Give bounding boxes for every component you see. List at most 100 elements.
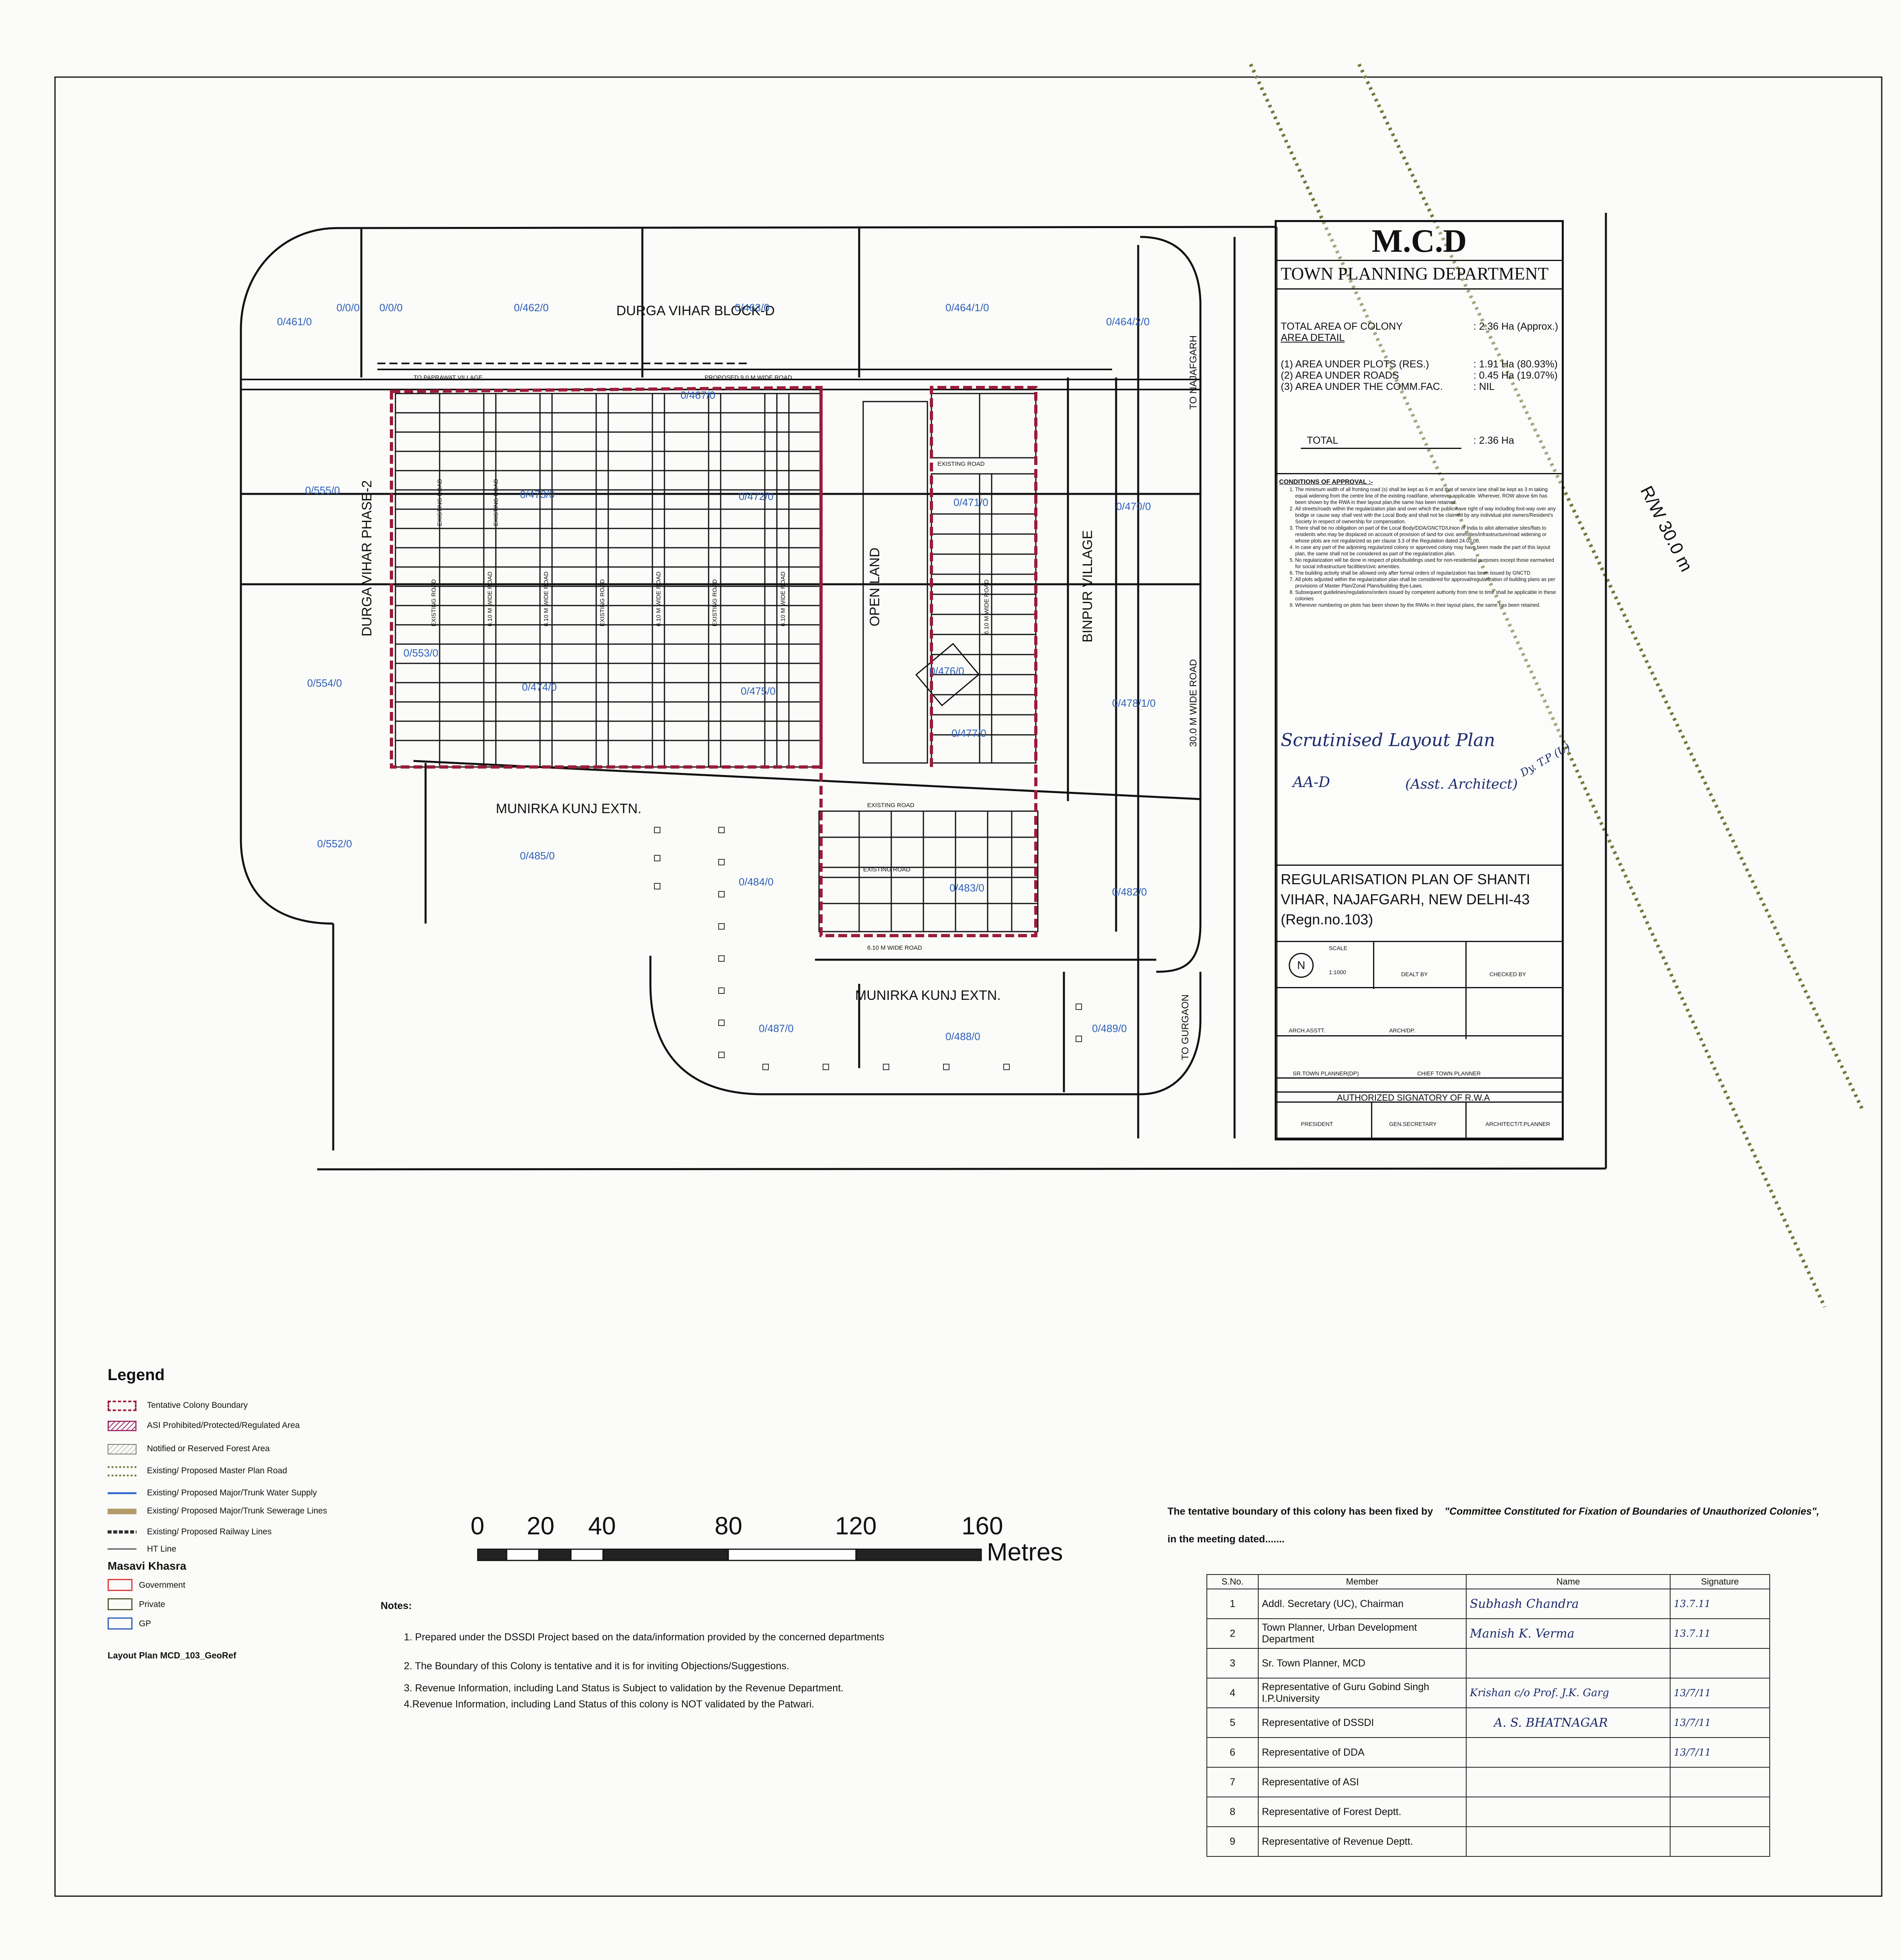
khasra-487: 0/487/0	[759, 1022, 794, 1034]
total-underline	[1301, 448, 1461, 449]
area-row-label: (1) AREA UNDER PLOTS (RES.)	[1281, 359, 1429, 370]
area-row-value: : NIL	[1473, 381, 1495, 392]
cell-signature: 13/7/11	[1670, 1707, 1770, 1738]
cell-signature	[1670, 1826, 1770, 1857]
khasra-464-2: 0/464/2/0	[1106, 316, 1149, 328]
khasra-488: 0/488/0	[945, 1030, 980, 1042]
arch-asstt: ARCH.ASSTT.	[1289, 1027, 1326, 1034]
committee-statement: The tentative boundary of this colony ha…	[1167, 1506, 1819, 1545]
legend-label: Existing/ Proposed Railway Lines	[147, 1527, 272, 1536]
label-durga-vihar-block-d: DURGA VIHAR BLOCK-D	[616, 303, 775, 318]
label-30m-road: 30.0 M WIDE ROAD	[1188, 659, 1199, 747]
label-existing-road-3: EXISTING ROAD	[867, 802, 915, 809]
header-name: Name	[1466, 1574, 1671, 1589]
label-lane-f: EXISTING ROAD	[711, 579, 718, 626]
legend-label: HT Line	[147, 1544, 177, 1554]
condition-item: Wherever numbering on plots has been sho…	[1295, 602, 1556, 608]
grid-divider	[1277, 1138, 1562, 1139]
conditions-of-approval: CONDITIONS OF APPROVAL :- The minimum wi…	[1279, 479, 1556, 608]
cell-signature: 13/7/11	[1670, 1737, 1770, 1768]
authorized-signatory: AUTHORIZED SIGNATORY OF R.W.A	[1337, 1093, 1490, 1103]
cell-name: Krishan c/o Prof. J.K. Garg	[1466, 1678, 1671, 1708]
handwritten-signature: 13.7.11	[1674, 1598, 1711, 1609]
condition-item: No regularization will be done in respec…	[1295, 557, 1556, 570]
legend-label: Existing/ Proposed Major/Trunk Sewerage …	[147, 1506, 327, 1515]
cell-member: Representative of ASI	[1258, 1767, 1467, 1797]
cell-member: Representative of Forest Deptt.	[1258, 1797, 1467, 1827]
khasra-477: 0/477/0	[952, 727, 986, 739]
cell-signature	[1670, 1648, 1770, 1679]
label-durga-vihar-phase-2: DURGA VIHAR PHASE-2	[359, 480, 375, 636]
khasra-484: 0/484/0	[739, 876, 774, 888]
table-row: 6 Representative of DDA 13/7/11	[1206, 1737, 1770, 1768]
cell-name	[1466, 1737, 1671, 1768]
forest-swatch	[108, 1444, 137, 1454]
regularisation-title-line: (Regn.no.103)	[1281, 911, 1373, 928]
cell-sno: 5	[1206, 1707, 1259, 1738]
khasra-552: 0/552/0	[317, 838, 352, 850]
legend-label: Private	[139, 1600, 165, 1609]
cell-member: Sr. Town Planner, MCD	[1258, 1648, 1467, 1679]
khasra-483: 0/483/0	[949, 882, 984, 894]
legend-label: ASI Prohibited/Protected/Regulated Area	[147, 1421, 300, 1430]
label-open-land: OPEN LAND	[867, 548, 882, 627]
ht-line-markers	[654, 827, 1082, 1070]
area-row-value: : 0.45 Ha (19.07%)	[1473, 370, 1558, 381]
cell-signature: 13.7.11	[1670, 1618, 1770, 1649]
grid-divider	[1277, 987, 1562, 988]
area-rule	[1277, 473, 1562, 474]
title-rule	[1277, 288, 1562, 290]
gp-swatch	[108, 1617, 132, 1630]
legend-title: Legend	[108, 1366, 165, 1384]
total-area-label: TOTAL AREA OF COLONY	[1281, 321, 1403, 332]
legend-label: Government	[139, 1581, 185, 1590]
handwritten-signature: 13/7/11	[1674, 1717, 1711, 1728]
legend-label: Notified or Reserved Forest Area	[147, 1444, 270, 1453]
government-swatch	[108, 1579, 132, 1591]
cell-name	[1466, 1648, 1671, 1679]
label-lane-e: 6.10 M WIDE ROAD	[655, 571, 662, 626]
handwritten-scrutinised: Scrutinised Layout Plan	[1281, 730, 1496, 751]
area-row-label: (2) AREA UNDER ROADS	[1281, 370, 1399, 381]
khasra-467: 0/467/0	[681, 389, 715, 401]
note-item: 3. Revenue Information, including Land S…	[404, 1683, 844, 1694]
condition-item: All streets/roads within the regularizat…	[1295, 506, 1556, 525]
khasra-485: 0/485/0	[520, 850, 555, 862]
khasra-labels: 0/461/0 0/0/0 0/0/0 0/462/0 0/463/0 0/46…	[277, 302, 1155, 1042]
cell-sno: 9	[1206, 1826, 1259, 1857]
khasra-476: 0/476/0	[929, 665, 964, 677]
cell-name	[1466, 1797, 1671, 1827]
architect-planner: ARCHITECT/T.PLANNER	[1485, 1121, 1551, 1127]
reg-rule-bottom	[1277, 941, 1562, 942]
scale-value: 1:1000	[1329, 969, 1346, 975]
khasra-472: 0/472/0	[739, 490, 774, 502]
president: PRESIDENT	[1301, 1121, 1333, 1127]
mcd-title: M.C.D	[1277, 222, 1562, 261]
ht-line-swatch	[108, 1548, 137, 1550]
khasra-478: 0/478/1/0	[1112, 697, 1155, 709]
khasra-553: 0/553/0	[403, 647, 438, 659]
table-row: 9 Representative of Revenue Deptt.	[1206, 1826, 1770, 1857]
condition-item: The building activity shall be allowed o…	[1295, 570, 1556, 576]
khasra-000: 0/0/0	[379, 302, 403, 314]
asi-swatch	[108, 1421, 137, 1431]
cell-signature: 13/7/11	[1670, 1678, 1770, 1708]
khasra-474: 0/474/0	[522, 681, 557, 693]
total-value: : 2.36 Ha	[1473, 435, 1514, 446]
scale-tick: 120	[835, 1512, 877, 1540]
label-to-najafgarh: TO NAJAFGARH	[1188, 335, 1199, 410]
arch-dp: ARCH/DP.	[1389, 1027, 1416, 1034]
label-lane-j: EXISTING ROAD	[493, 479, 499, 526]
conditions-heading: CONDITIONS OF APPROVAL :-	[1279, 479, 1373, 485]
sr-town-planner: SR.TOWN PLANNER(DP)	[1293, 1070, 1359, 1077]
scale-tick: 80	[715, 1512, 742, 1540]
cell-member: Representative of Revenue Deptt.	[1258, 1826, 1467, 1857]
khasra-475: 0/475/0	[741, 685, 776, 697]
plot-block-south	[818, 810, 1039, 932]
chief-town-planner: CHIEF TOWN PLANNER	[1417, 1070, 1481, 1077]
table-row: 5 Representative of DSSDI A. S. BHATNAGA…	[1206, 1707, 1770, 1738]
cell-sno: 1	[1206, 1589, 1259, 1619]
table-row: 1 Addl. Secretary (UC), Chairman Subhash…	[1206, 1589, 1770, 1619]
legend-label: Tentative Colony Boundary	[147, 1401, 248, 1410]
table-row: 4 Representative of Guru Gobind Singh I.…	[1206, 1678, 1770, 1708]
